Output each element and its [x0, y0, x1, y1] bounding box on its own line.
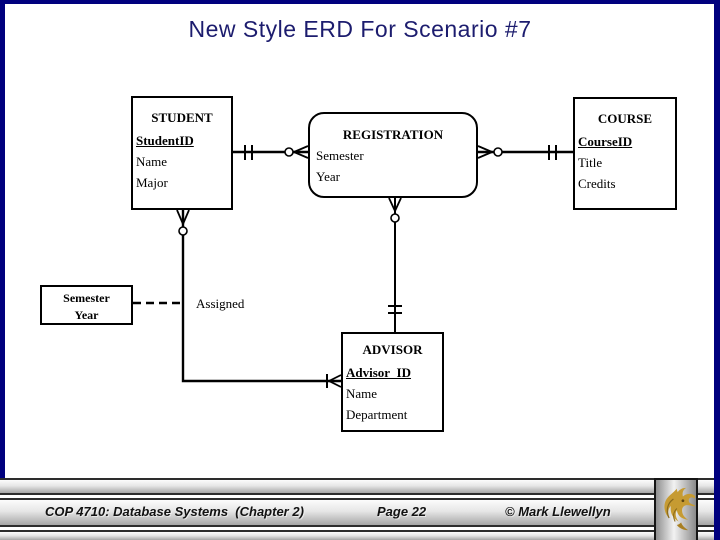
attribute: Name — [136, 154, 168, 169]
attribute: Year — [316, 169, 340, 184]
student-registration-connector — [233, 145, 309, 160]
registration-advisor-connector — [388, 197, 402, 332]
entity-registration: REGISTRATION Semester Year — [308, 112, 478, 198]
ucf-pegasus-logo-icon — [664, 487, 695, 531]
zero-or-many-crowsfoot-icon — [176, 209, 190, 236]
footer-course-label: COP 4710: Database Systems (Chapter 2) — [45, 504, 304, 519]
attribute: Semester — [316, 148, 364, 163]
footer-bar — [0, 498, 714, 527]
attribute-primary-key: StudentID — [136, 133, 194, 148]
note-line: Year — [74, 308, 99, 322]
zero-or-many-crowsfoot-icon — [388, 197, 402, 223]
footer-page-number: Page 22 — [377, 504, 427, 519]
attribute: Name — [346, 386, 378, 401]
registration-course-connector — [477, 145, 573, 160]
attribute: Credits — [578, 176, 616, 191]
one-and-only-one-icon — [548, 145, 557, 160]
attribute: Title — [578, 155, 603, 170]
entity-title: STUDENT — [151, 110, 213, 125]
slide-border-right — [714, 0, 720, 540]
entity-title: ADVISOR — [362, 342, 423, 357]
slide-border-left — [0, 0, 5, 489]
one-and-only-one-icon — [388, 305, 402, 314]
attribute-primary-key: Advisor_ID — [346, 365, 412, 380]
attribute: Department — [346, 407, 408, 422]
semester-year-note-box: Semester Year — [40, 285, 133, 325]
footer-strip-top — [0, 478, 714, 495]
attribute-primary-key: CourseID — [578, 134, 633, 149]
slide-border-top — [0, 0, 720, 4]
page-title: New Style ERD For Scenario #7 — [188, 16, 532, 42]
one-and-only-one-icon — [244, 145, 253, 160]
footer-copyright: © Mark Llewellyn — [505, 504, 611, 519]
entity-course: COURSE CourseID Title Credits — [573, 97, 677, 210]
zero-or-many-crowsfoot-icon — [477, 145, 503, 159]
attribute: Major — [136, 175, 168, 190]
entity-title: COURSE — [597, 111, 653, 126]
footer-strip-bottom — [0, 530, 714, 540]
note-line: Semester — [63, 291, 110, 305]
entity-advisor: ADVISOR Advisor_ID Name Department — [341, 332, 444, 432]
zero-or-many-crowsfoot-icon — [284, 145, 309, 159]
logo-panel — [654, 478, 698, 540]
entity-title: REGISTRATION — [342, 127, 444, 142]
assigned-label: Assigned — [196, 296, 245, 311]
one-or-many-crowsfoot-icon — [326, 374, 342, 388]
entity-student: STUDENT StudentID Name Major — [131, 96, 233, 210]
